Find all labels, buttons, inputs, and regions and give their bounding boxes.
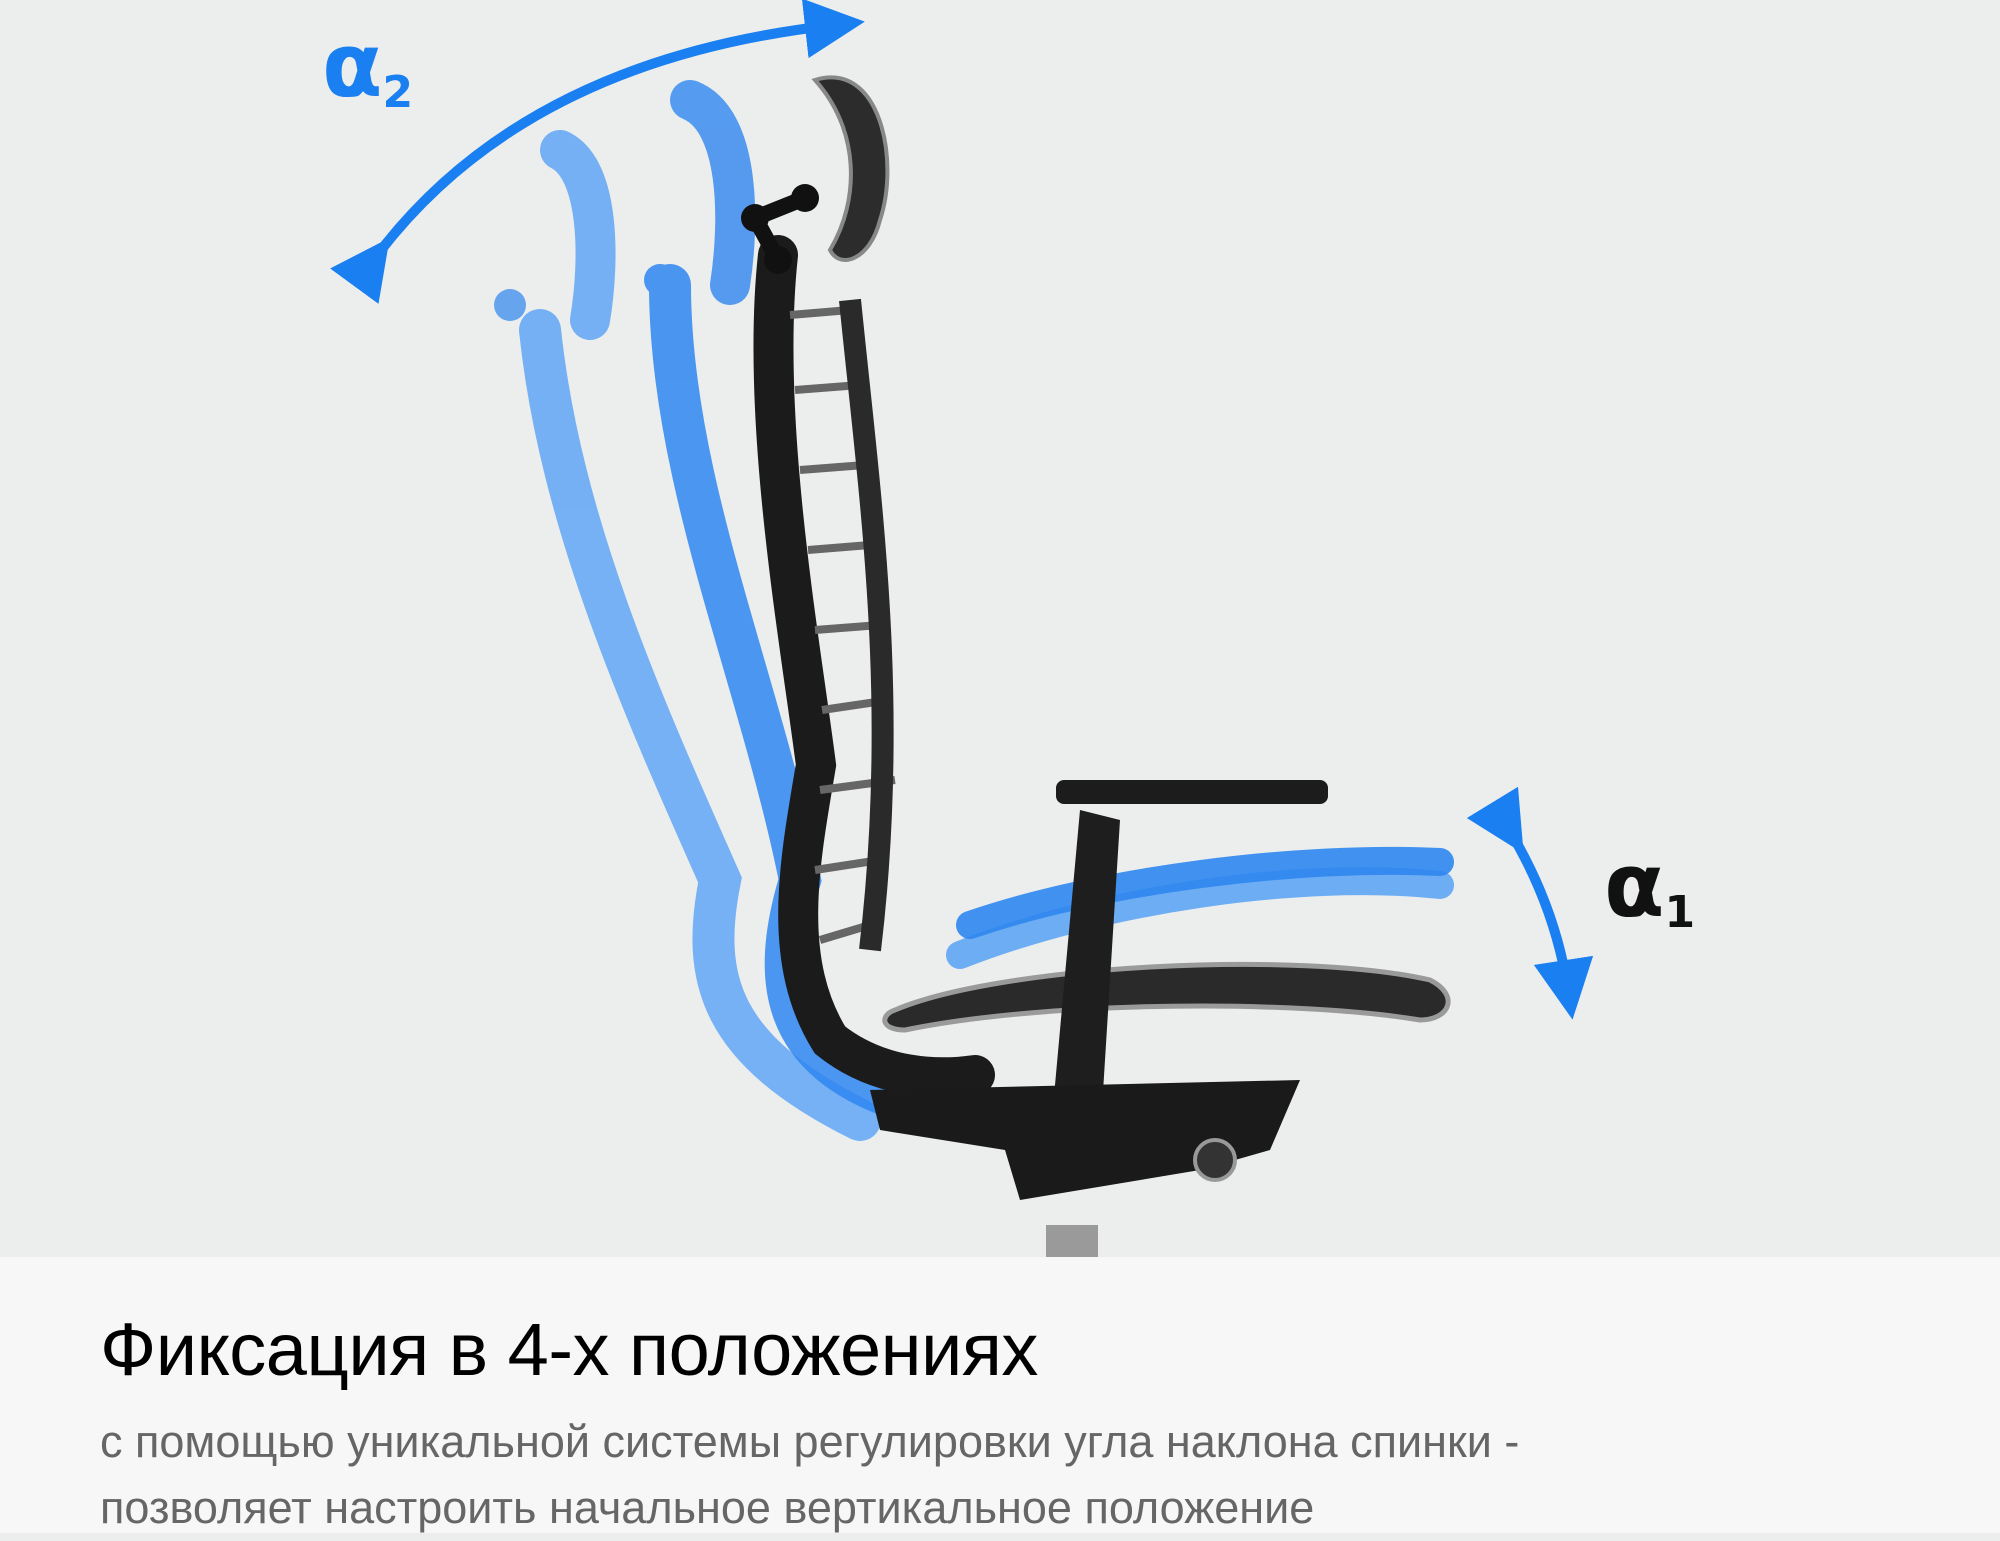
caption-title: Фиксация в 4-х положениях [100, 1308, 1038, 1391]
alpha-symbol: α [322, 14, 383, 117]
alpha-index: 2 [382, 67, 414, 118]
alpha-index: 1 [1664, 887, 1696, 938]
headrest [741, 75, 890, 274]
backrest [753, 235, 995, 1098]
caption-panel: Фиксация в 4-х положениях с помощью уник… [0, 1257, 2000, 1533]
seat-position-2 [946, 867, 1454, 969]
seat [882, 961, 1451, 1033]
subtitle-line: с помощью уникальной системы регулировки… [100, 1416, 1520, 1467]
subtitle-line: позволяет настроить начальное вертикальн… [100, 1482, 1315, 1533]
seat-angle-label: α1 [1604, 842, 1695, 935]
backrest-angle-label: α2 [322, 22, 413, 115]
seat-position-3 [956, 846, 1454, 939]
caption-subtitle: с помощью уникальной системы регулировки… [100, 1409, 1900, 1541]
chair-illustration: α2 α1 [322, 0, 1696, 1257]
chair-graphic [330, 0, 1594, 1257]
backrest-position-3 [494, 130, 881, 1141]
alpha-symbol: α [1604, 834, 1665, 937]
backrest-tilt-arrow-icon [330, 0, 865, 304]
seat-tilt-arrow-icon [1466, 786, 1594, 1020]
chair-base [870, 1080, 1300, 1257]
armrest [1050, 780, 1328, 1140]
